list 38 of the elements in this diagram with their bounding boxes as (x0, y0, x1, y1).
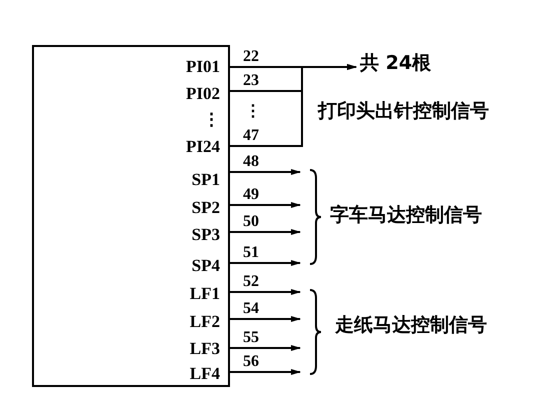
pin-name: PI02 (186, 85, 220, 102)
pin-line (230, 289, 301, 295)
pin-line (230, 260, 301, 266)
pin-name: PI24 (186, 138, 220, 155)
pin-line (230, 169, 301, 175)
pin-name: LF1 (190, 285, 220, 302)
pin-line (230, 316, 301, 322)
pin-number: 54 (243, 301, 259, 317)
pin-name: LF3 (190, 340, 220, 357)
pin-number: 23 (243, 73, 259, 89)
pin-number: 51 (243, 245, 259, 261)
pin-name: SP1 (192, 171, 220, 188)
group-label: 走纸马达控制信号 (335, 316, 487, 335)
pin-number: 22 (243, 49, 259, 65)
pin-name: SP3 (192, 226, 220, 243)
pin-name: SP4 (192, 257, 220, 274)
ellipsis: ⋮ (245, 104, 261, 120)
pin-name: LF2 (190, 313, 220, 330)
pin-number: 49 (243, 187, 259, 203)
pin-name: PI01 (186, 58, 220, 75)
bus-note: 共 24根 (360, 54, 432, 73)
pin-number: 48 (243, 154, 259, 170)
pin-number: 52 (243, 274, 259, 290)
pin-number: 56 (243, 354, 259, 370)
pin-name: SP2 (192, 199, 220, 216)
pin-line (230, 345, 301, 351)
pin-line (230, 64, 357, 147)
chip-box (32, 45, 230, 387)
pin-line (230, 369, 301, 375)
pin-line (230, 229, 301, 235)
pin-name: LF4 (190, 365, 220, 382)
pin-number: 47 (243, 128, 259, 144)
pin-number: 50 (243, 214, 259, 230)
pin-line (230, 202, 301, 208)
pin-number: 55 (243, 330, 259, 346)
group-label: 字车马达控制信号 (330, 206, 482, 225)
group-label: 打印头出针控制信号 (318, 102, 489, 121)
pin-name: ⋮ (203, 111, 220, 128)
